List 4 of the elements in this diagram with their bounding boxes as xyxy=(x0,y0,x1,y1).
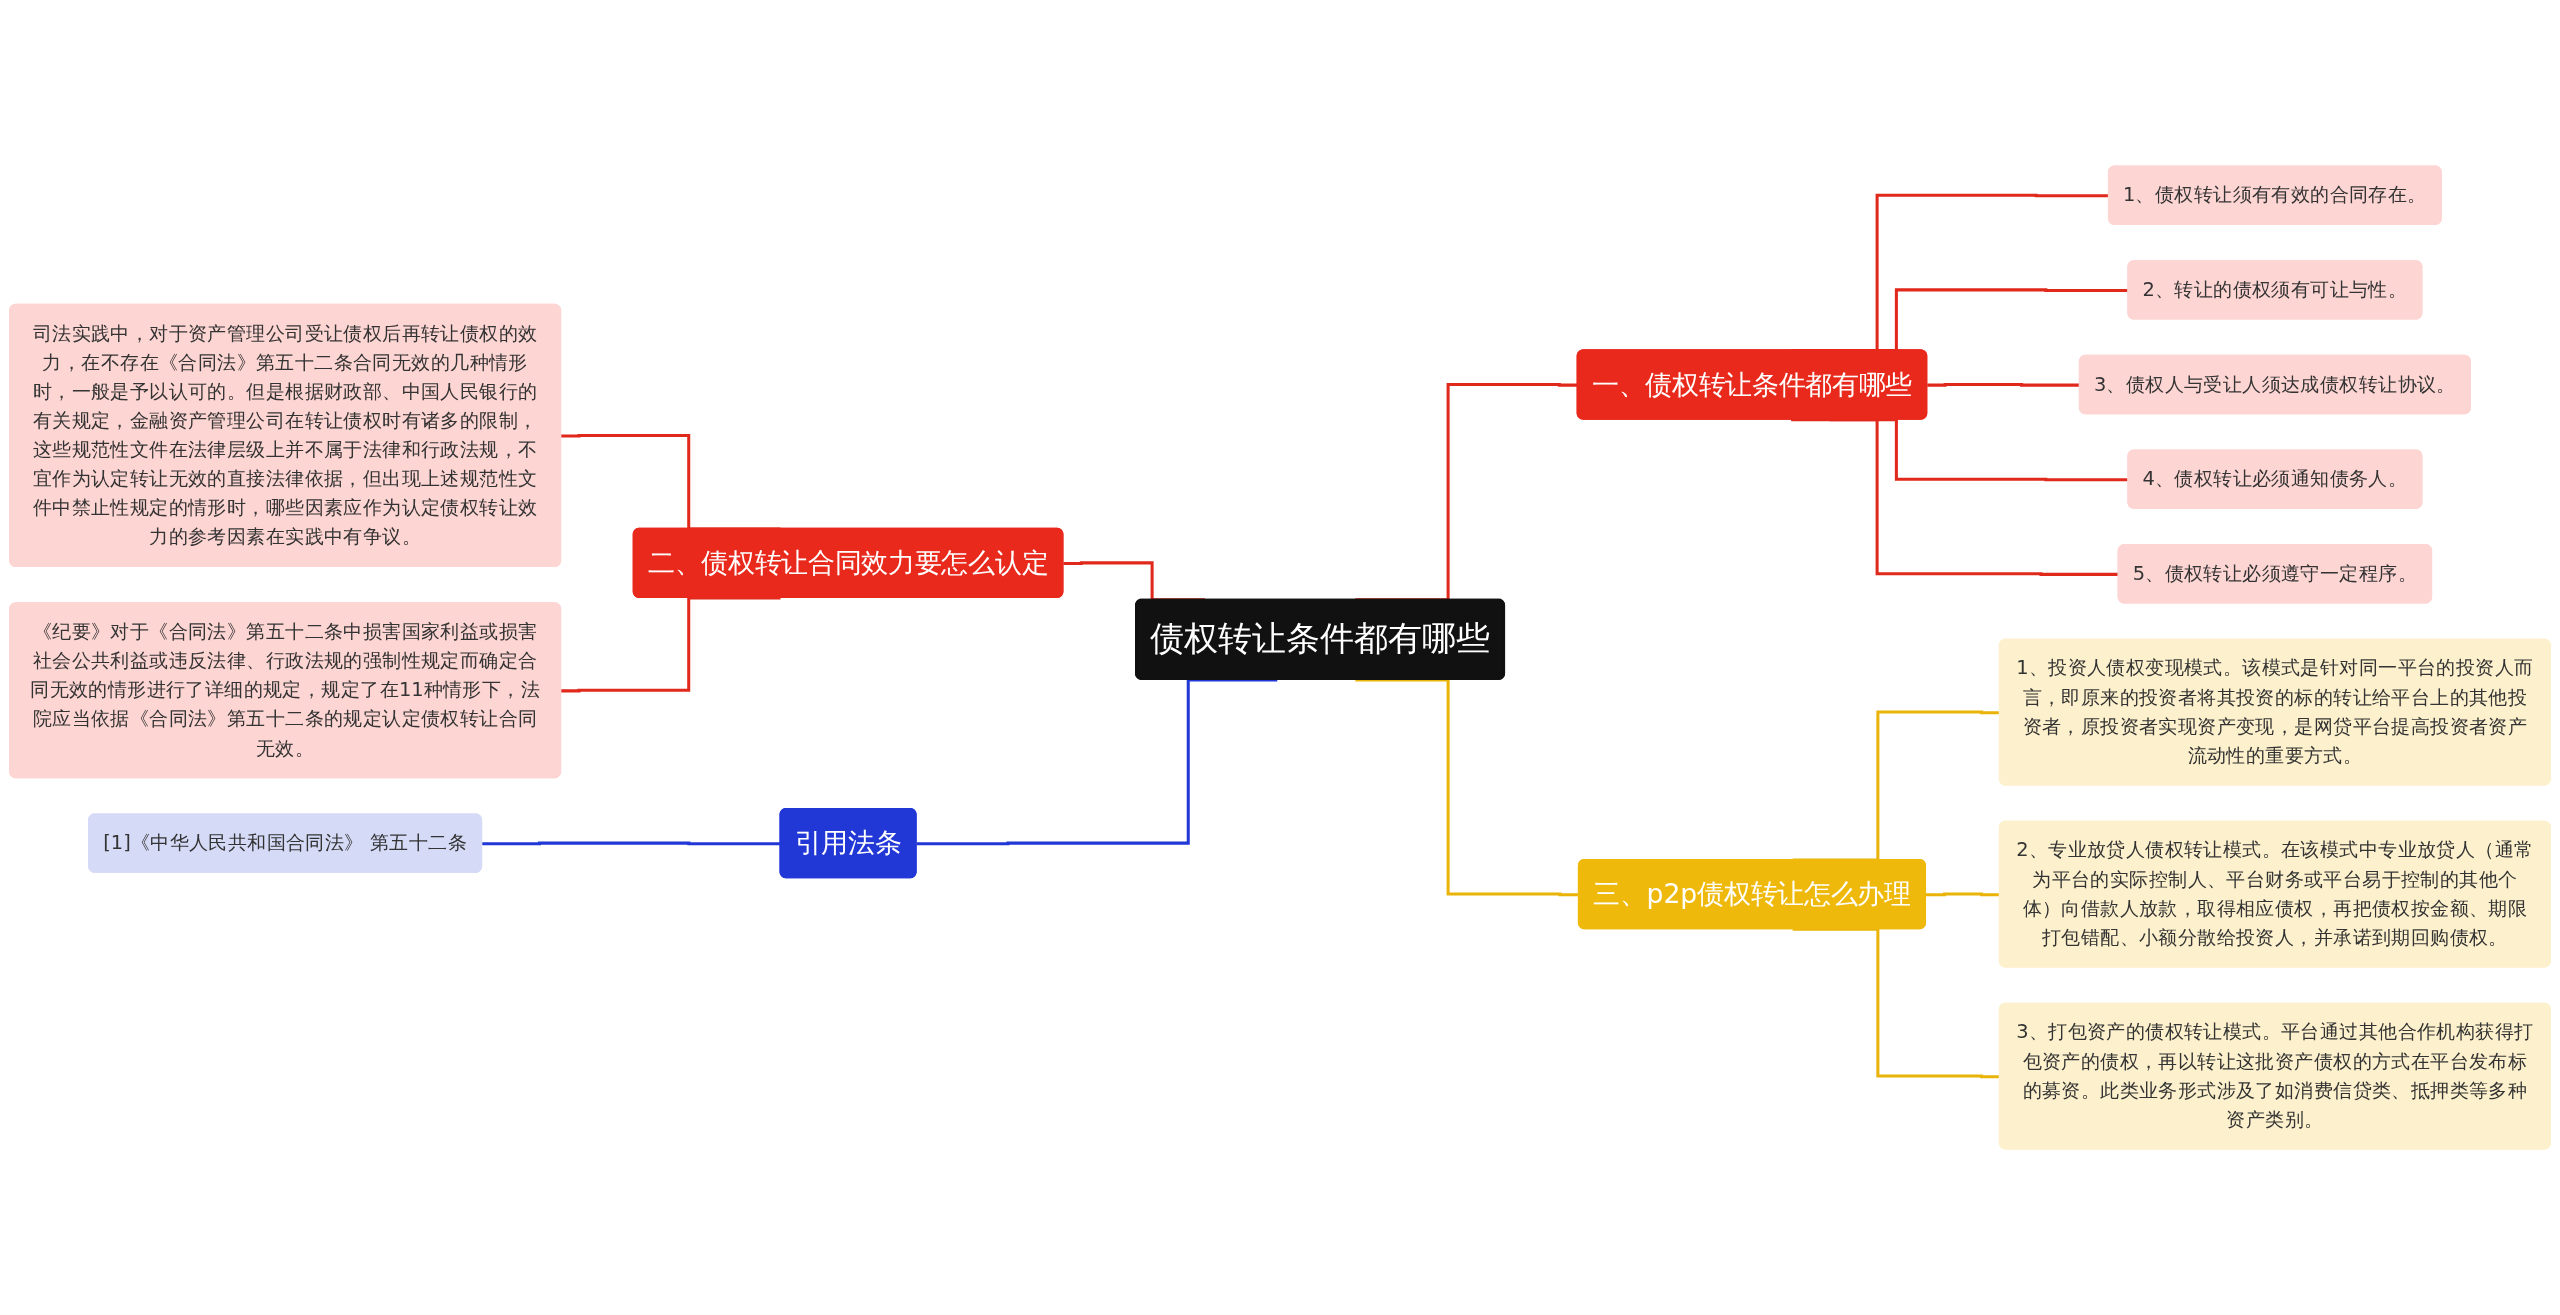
connector xyxy=(482,841,781,846)
connector xyxy=(1791,418,2119,576)
connector xyxy=(561,596,781,693)
connector xyxy=(916,678,1278,846)
